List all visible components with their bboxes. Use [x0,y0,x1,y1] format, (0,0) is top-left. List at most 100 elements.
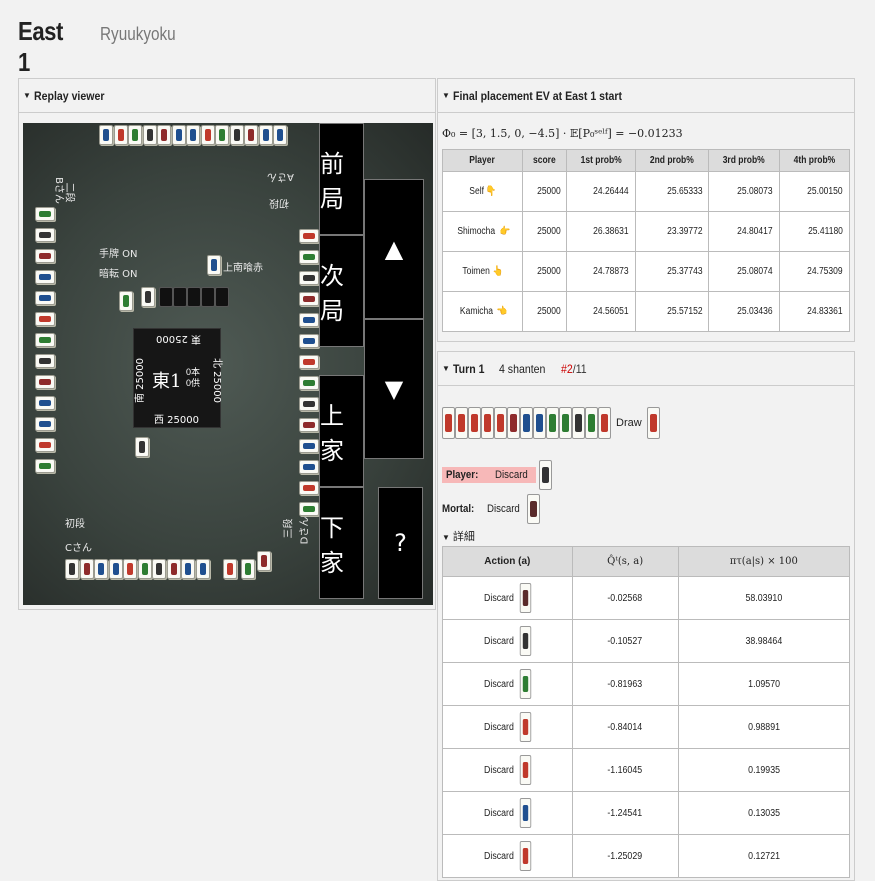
mahjong-tile-icon [299,334,319,348]
mahjong-tile-icon [533,407,546,439]
prev-round-button[interactable]: 前局 [319,123,364,235]
turn-label: Turn 1 [452,361,485,376]
table-row: Self👇 25000 24.26444 25.65333 25.08073 2… [441,171,850,212]
mahjong-tile-icon [65,559,79,579]
mahjong-tile-icon [258,125,273,145]
mahjong-tile-icon [520,841,532,871]
prob-2nd: 25.37743 [666,266,703,277]
mahjong-board: Aさん 初段 Bさん 二段 初段 Cさん 三段 Dさん 手牌 ON 暗転 ON … [23,123,433,605]
next-round-button[interactable]: 次局 [319,235,364,347]
mahjong-tile-icon [585,407,598,439]
prob-3rd: 25.03436 [737,306,773,317]
placement-ev-toggle[interactable]: ▼ Final placement EV at East 1 start [438,79,854,113]
col-action: Action (a) [442,546,573,577]
mahjong-tile-icon [299,376,319,390]
prob-1st: 24.78873 [593,266,629,277]
prob-2nd: 25.65333 [666,186,703,197]
mahjong-tile-icon [173,287,187,307]
table-row: Kamicha👈 25000 24.56051 25.57152 25.0343… [441,291,850,332]
mahjong-tile-icon [159,287,173,307]
mahjong-tile-icon [35,228,55,242]
placement-ev-panel: ▼ Final placement EV at East 1 start Φ₀ … [437,78,855,342]
page-title: East 1 [18,16,63,77]
mahjong-tile-icon [299,229,319,243]
turn-index-total: /11 [573,361,588,376]
shimocha-view-button[interactable]: 下家 [319,487,364,599]
action-type: Discard [484,764,515,776]
player-top-rank: 初段 [269,197,289,208]
mahjong-tile-icon [119,291,133,311]
mahjong-tile-icon [35,354,55,368]
col-1st-prob: 1st prob% [565,149,636,172]
prob-4th: 25.41180 [808,226,843,237]
mahjong-tile-icon [299,292,319,306]
mahjong-tile-icon [572,407,585,439]
mahjong-tile-icon [152,559,166,579]
player-action-row: Player:Discard [442,460,552,490]
mahjong-tile-icon [128,125,142,145]
help-button[interactable]: ? [378,487,423,599]
collapse-triangle-icon: ▼ [23,91,31,100]
mahjong-tile-icon [35,291,55,305]
mahjong-tile-icon [299,250,319,264]
option-dark: 暗転 ON [99,269,138,280]
q-value: -1.24541 [607,807,643,819]
turn-toggle[interactable]: ▼ Turn 1 4 shanten #2/11 [438,352,854,386]
mahjong-tile-icon [35,270,55,284]
mahjong-tile-icon [520,626,532,656]
mahjong-tile-icon [598,407,611,439]
mahjong-tile-icon [494,407,507,439]
turn-index-link[interactable]: #2 [561,361,574,376]
player-top-name: Aさん [267,171,294,182]
mahjong-tile-icon [299,397,319,411]
player-label: Player: [446,469,479,481]
col-3rd-prob: 3rd prob% [708,149,780,172]
replay-viewer-panel: ▼ Replay viewer Aさん 初段 Bさん 二段 初段 Cさん 三段 … [18,78,436,610]
detail-toggle[interactable]: ▼詳細 [442,528,475,544]
mahjong-tile-icon [299,481,319,495]
mortal-action: Discard [486,503,520,515]
mahjong-tile-icon [79,559,94,579]
prob-1st: 24.56051 [593,306,629,317]
player-name: Toimen [462,266,490,277]
action-type: Discard [484,721,515,733]
mahjong-tile-icon [215,287,229,307]
mahjong-tile-icon [299,418,319,432]
mahjong-tile-icon [207,255,221,275]
mahjong-tile-icon [201,287,215,307]
player-bottom-rank: 初段 [65,519,85,530]
prob-4th: 24.75309 [807,266,843,277]
action-type: Discard [484,635,515,647]
collapse-triangle-icon: ▼ [442,533,450,542]
player-right-name: Dさん [299,516,311,545]
kamicha-view-button[interactable]: 上家 [319,375,364,487]
col-score: score [522,149,567,172]
step-down-button[interactable]: ▼ [364,319,424,459]
mahjong-tile-icon [455,407,468,439]
prob-3rd: 25.08073 [737,186,773,197]
mahjong-tile-icon [299,271,319,285]
placement-table-header: Player score 1st prob% 2nd prob% 3rd pro… [441,149,850,172]
mahjong-tile-icon [520,669,532,699]
score-left: 南 25000 [135,358,146,403]
turn-index: #2/11 [561,362,587,376]
rules-text: 上南喰赤 [223,263,263,274]
prob-4th: 25.00150 [807,186,843,197]
step-up-button[interactable]: ▲ [364,179,424,319]
prob-1st: 26.38631 [593,226,629,237]
mahjong-tile-icon [166,559,181,579]
ev-formula: Φ₀ = [3, 1.5, 0, −4.5] · 𝔼[P₀ˢᵉˡᶠ] = −0.… [442,127,683,140]
mahjong-tile-icon [273,125,287,145]
placement-ev-heading: Final placement EV at East 1 start [452,88,622,103]
q-value: -0.02568 [607,592,643,604]
policy-value: 0.19935 [747,764,780,776]
q-value: -0.81963 [607,678,643,690]
replay-viewer-toggle[interactable]: ▼ Replay viewer [19,79,435,113]
kyotaku-text: 0供 [186,378,201,388]
mahjong-tile-icon [35,333,55,347]
mahjong-tile-icon [35,249,55,263]
